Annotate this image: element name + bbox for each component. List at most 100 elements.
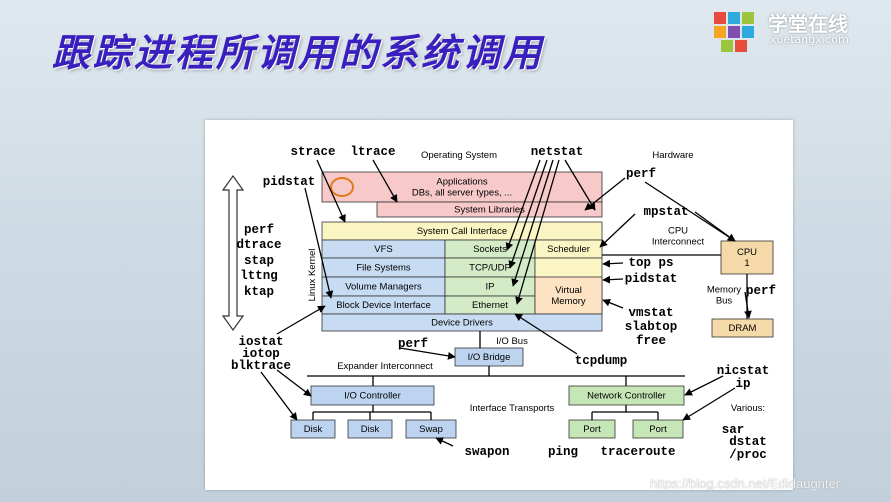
tool-swapon: swapon	[464, 445, 509, 459]
full-stack-arrow-icon	[221, 174, 245, 332]
tool-traceroute: traceroute	[600, 445, 675, 459]
label-various: Various:	[731, 403, 765, 414]
scheduler-label: Scheduler	[547, 244, 590, 255]
tool-dtrace: dtrace	[236, 238, 281, 252]
tool-pidstat-left: pidstat	[263, 175, 316, 189]
xuetangx-logo-icon	[714, 12, 754, 52]
arrow-iostat-ctrl	[276, 369, 312, 397]
tool-proc: /proc	[729, 448, 767, 462]
tcp-udp-label: TCP/UDP	[469, 262, 511, 273]
arrow-netstat-3	[511, 159, 554, 287]
logo-url: xuetangx.com	[770, 33, 849, 46]
tool-tcpdump: tcpdump	[575, 354, 628, 368]
arrow-perf-io	[399, 347, 456, 360]
arrow-netstat-4	[515, 159, 560, 305]
arrow-pidstat-right	[602, 275, 624, 284]
label-expander-interconnect: Expander Interconnect	[337, 361, 433, 372]
system-libraries-label: System Libraries	[454, 204, 525, 215]
disk2-label: Disk	[361, 424, 380, 435]
ip-label: IP	[486, 281, 495, 292]
port1-label: Port	[583, 424, 601, 435]
tool-perf-top: perf	[626, 167, 656, 181]
tool-free: free	[636, 334, 666, 348]
applications-box	[321, 171, 603, 203]
tool-netstat: netstat	[531, 145, 584, 159]
block-device-interface-label: Block Device Interface	[336, 300, 431, 311]
arrow-perf-apps	[584, 177, 626, 211]
arrow-pidstat	[304, 187, 334, 299]
tool-slabtop: slabtop	[625, 320, 678, 334]
tool-ktap: ktap	[244, 285, 274, 299]
annotation-circle	[330, 177, 354, 197]
port2-label: Port	[649, 424, 667, 435]
label-interface-transports: Interface Transports	[470, 403, 555, 414]
system-call-interface-label: System Call Interface	[417, 226, 507, 237]
tool-iotop: iotop	[242, 347, 280, 361]
tool-vmstat: vmstat	[628, 306, 673, 320]
arrow-netstat-1	[505, 159, 541, 251]
tool-blktrace: blktrace	[231, 359, 291, 373]
arrow-top-ps	[602, 259, 624, 268]
arrow-perf-mem	[744, 291, 752, 319]
tool-perf-mem: perf	[746, 284, 776, 298]
arrow-tcpdump	[514, 313, 578, 355]
tool-ip: ip	[735, 377, 750, 391]
tool-sar: sar	[722, 423, 745, 437]
arrow-iostat-disk	[260, 371, 298, 421]
swap-label: Swap	[419, 424, 443, 435]
arrow-swapon	[435, 437, 454, 447]
arrow-nicstat	[684, 375, 724, 396]
disk1-label: Disk	[304, 424, 323, 435]
tool-top-ps: top ps	[628, 256, 673, 270]
tool-pidstat-right: pidstat	[625, 272, 678, 286]
arrow-perf-cpu	[644, 181, 736, 242]
volume-managers-label: Volume Managers	[345, 281, 422, 292]
slide-title: 跟踪进程所调用的系统调用	[52, 31, 545, 75]
io-controller-label: I/O Controller	[344, 390, 401, 401]
arrow-mpstat-cpu	[694, 211, 736, 242]
label-operating-system: Operating System	[421, 150, 497, 161]
io-bridge-label: I/O Bridge	[468, 352, 511, 363]
tool-perf-left: perf	[244, 223, 274, 237]
tool-stap: stap	[244, 254, 274, 268]
label-linux-kernel: Linux Kernel	[307, 249, 318, 302]
file-systems-label: File Systems	[356, 262, 411, 273]
sockets-label: Sockets	[473, 244, 507, 255]
device-drivers-box	[321, 313, 603, 332]
network-controller-label: Network Controller	[587, 390, 666, 401]
device-drivers-label: Device Drivers	[431, 317, 493, 328]
arrow-vmstat	[602, 298, 624, 309]
label-hardware: Hardware	[652, 150, 693, 161]
tool-perf-io: perf	[398, 337, 428, 351]
ethernet-label: Ethernet	[472, 300, 508, 311]
arrow-strace	[316, 159, 346, 223]
tool-dstat: dstat	[729, 435, 767, 449]
arrow-ltrace	[372, 159, 398, 203]
tool-strace: strace	[290, 145, 335, 159]
vfs-label: VFS	[374, 244, 392, 255]
tool-ltrace: ltrace	[350, 145, 395, 159]
dram-box	[711, 318, 774, 338]
tool-mpstat: mpstat	[643, 205, 688, 219]
tool-iostat: iostat	[238, 335, 283, 349]
watermark: https://blog.csdn.net/Edidaughter	[650, 476, 841, 491]
arrow-mpstat-sched	[599, 213, 636, 248]
logo-name: 学堂在线	[768, 12, 848, 36]
label-io-bus: I/O Bus	[496, 336, 528, 347]
arrow-netstat-5	[564, 159, 596, 211]
arrow-ip	[682, 387, 736, 421]
arrow-netstat-2	[508, 159, 548, 269]
tool-nicstat: nicstat	[717, 364, 770, 378]
tool-lttng: lttng	[240, 269, 278, 283]
tool-ping: ping	[548, 445, 578, 459]
virtual-memory-box	[534, 276, 603, 315]
dram-label: DRAM	[729, 323, 757, 334]
arrow-iostat-bdi	[276, 305, 326, 335]
